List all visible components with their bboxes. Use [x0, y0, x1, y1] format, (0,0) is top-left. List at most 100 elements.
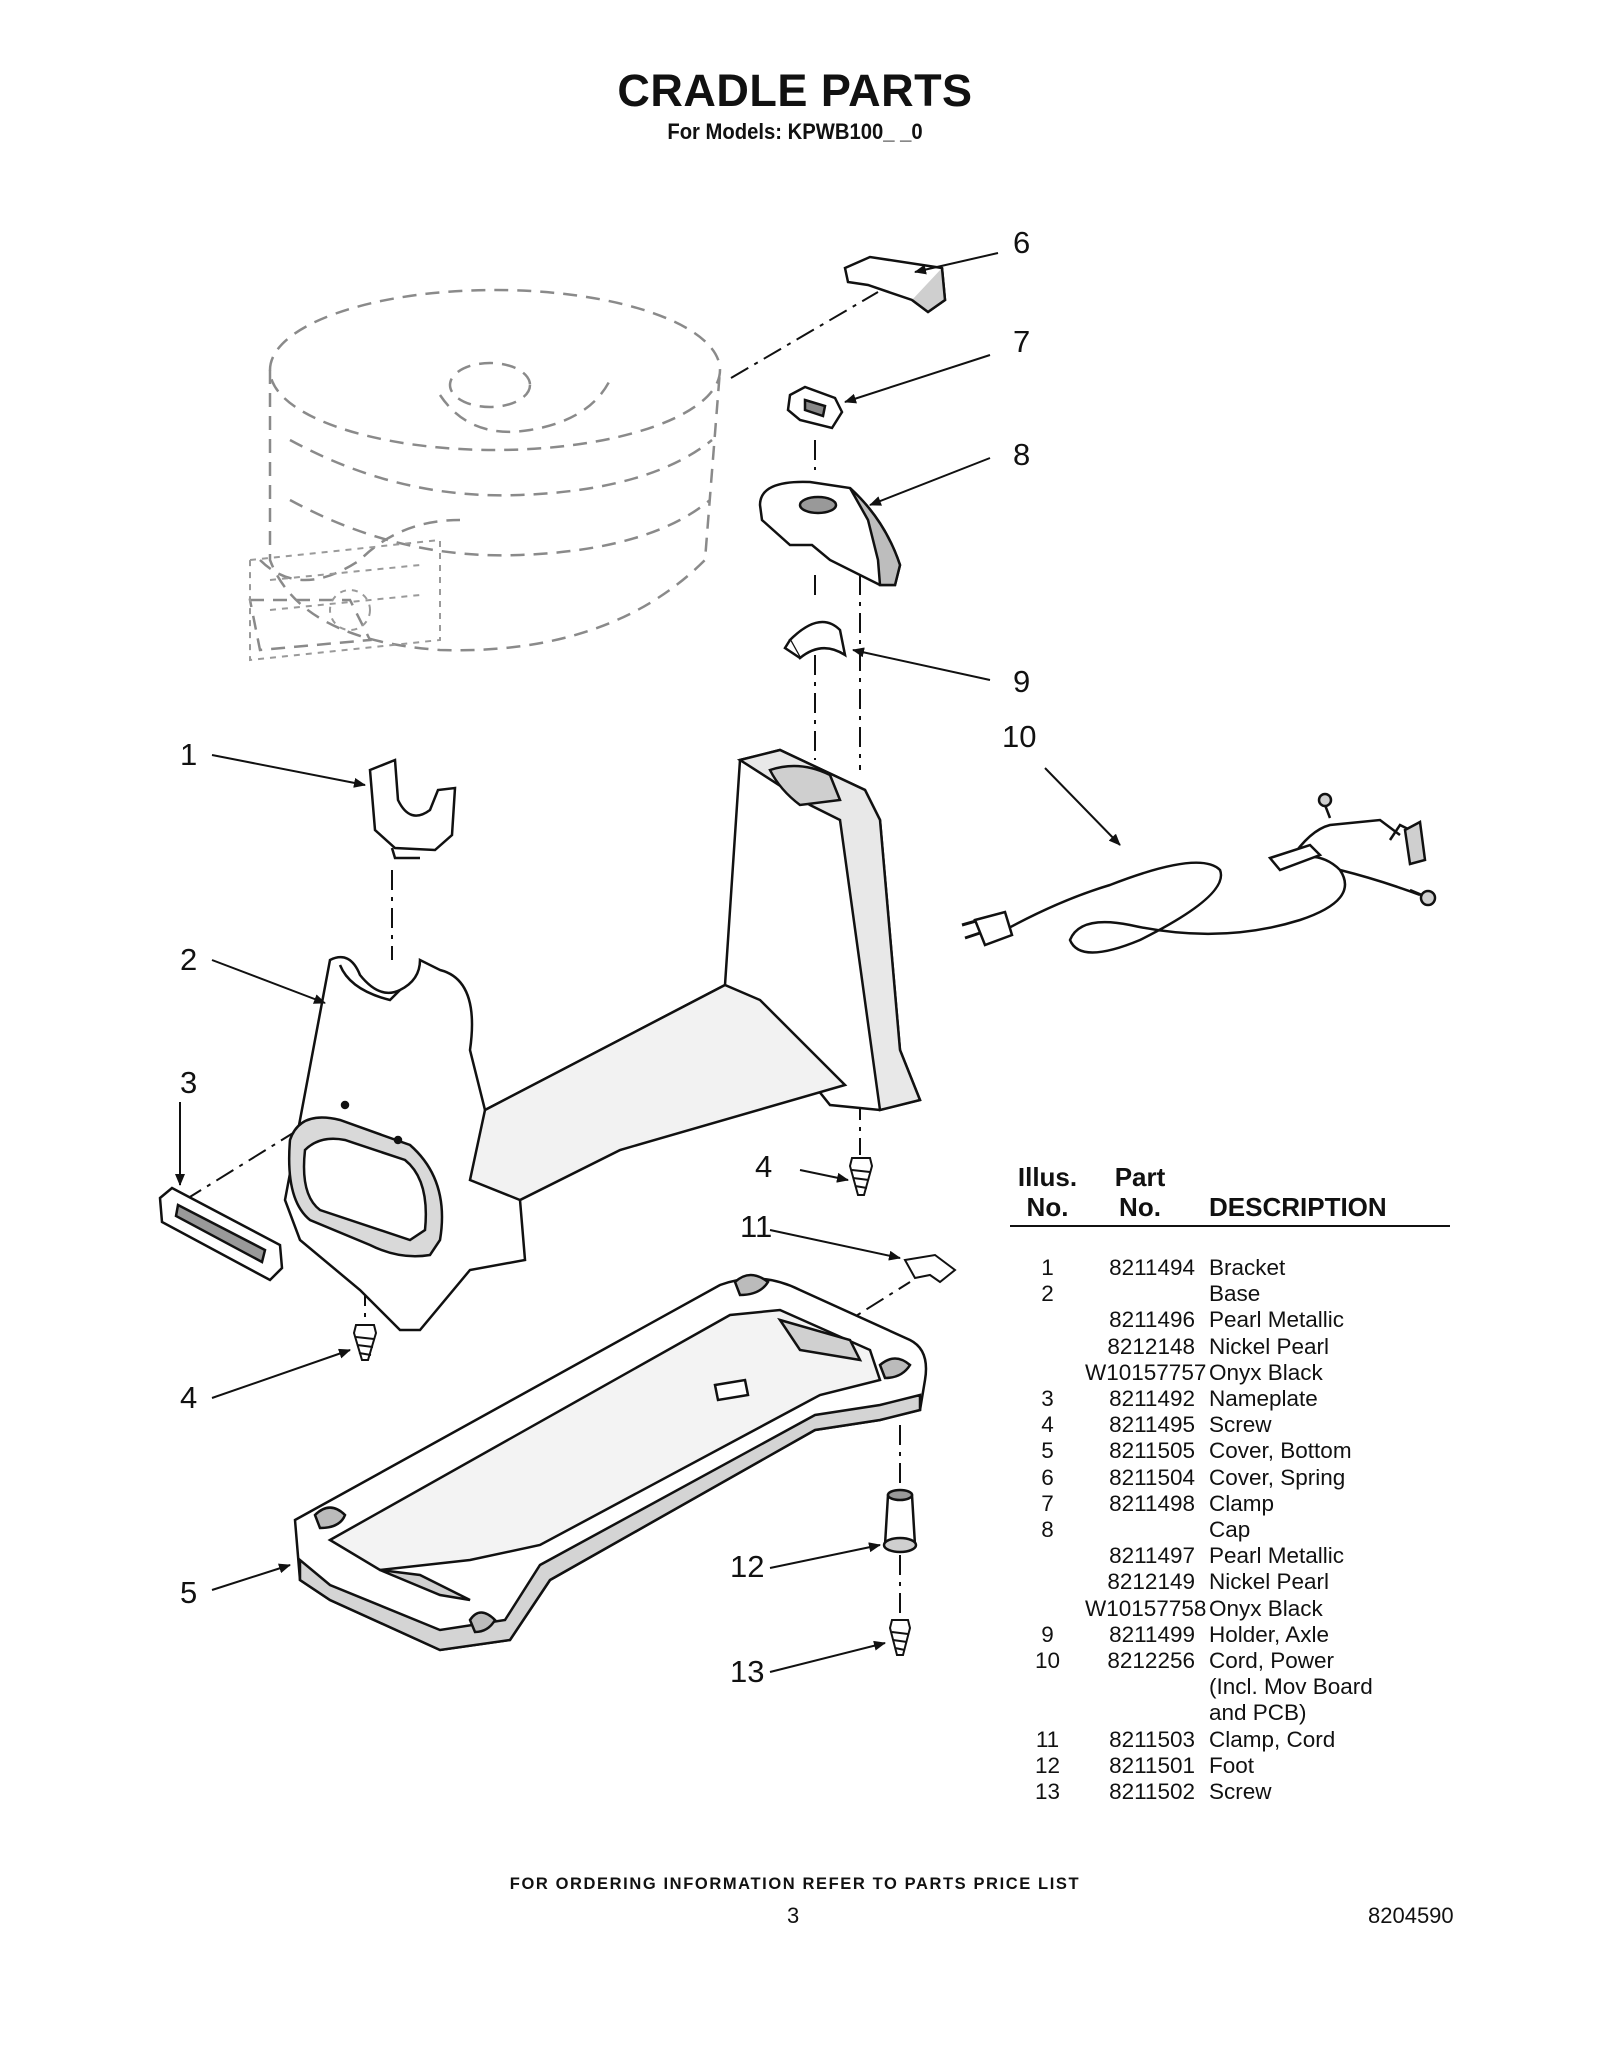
illus-number-cell: 4	[1041, 1412, 1054, 1438]
parts-table-row: 9 8211499 Holder, Axle	[1010, 1622, 1450, 1648]
description-cell: Clamp	[1209, 1490, 1275, 1516]
cord-clamp-part	[903, 1253, 957, 1284]
illus-no-header: Illus. No.	[1017, 1162, 1078, 1222]
callout-4-lower: 4	[180, 1380, 197, 1415]
illus-number-cell	[1010, 1543, 1085, 1569]
base-part	[283, 748, 922, 1332]
part-number-cell	[1085, 1281, 1195, 1307]
illus-number-cell	[1010, 1569, 1085, 1595]
callout-11: 11	[740, 1209, 772, 1244]
bottom-cover-part	[293, 1273, 928, 1652]
description-cell: Cover, Spring	[1209, 1464, 1346, 1490]
callout-12: 12	[730, 1549, 764, 1584]
spring-cover-part	[843, 255, 947, 314]
callout-6: 6	[1013, 225, 1030, 260]
axle-holder-part	[783, 620, 847, 660]
part-number-cell: 8211499	[1109, 1621, 1195, 1647]
ordering-note: FOR ORDERING INFORMATION REFER TO PARTS …	[509, 1875, 1081, 1893]
illus-number-cell: 12	[1034, 1752, 1061, 1778]
page-title: CRADLE PARTS	[617, 65, 973, 116]
part-number-cell: 8211495	[1109, 1412, 1195, 1438]
parts-table-row: 5 8211505 Cover, Bottom	[1010, 1438, 1450, 1464]
parts-table-row: 8211496 Pearl Metallic	[1010, 1307, 1450, 1333]
description-cell: Cap	[1209, 1517, 1251, 1543]
illus-number-cell: 9	[1041, 1621, 1054, 1647]
description-cell: Cord, Power	[1209, 1648, 1335, 1674]
callout-4-upper: 4	[755, 1149, 772, 1184]
parts-table-row: 4 8211495 Screw	[1010, 1412, 1450, 1438]
page-number: 3	[787, 1903, 800, 1928]
illus-number-cell: 2	[1041, 1281, 1054, 1307]
parts-table-row: (Incl. Mov Board	[1010, 1674, 1450, 1700]
screw-part-lower	[352, 1324, 378, 1361]
callout-7: 7	[1013, 324, 1030, 359]
callout-9: 9	[1013, 664, 1030, 699]
model-subtitle: For Models: KPWB100_ _0	[667, 119, 923, 144]
description-cell: Bracket	[1209, 1255, 1286, 1280]
description-cell: Cover, Bottom	[1209, 1438, 1352, 1464]
nameplate-part	[158, 1186, 284, 1282]
part-number-cell: 8211501	[1109, 1752, 1195, 1778]
part-number-cell: 8211502	[1109, 1779, 1195, 1805]
callout-numbers: 1 2 3 4 4 5 6 7 8 9 10 11 12 13	[180, 225, 1036, 1689]
part-number-cell: 8211503	[1109, 1726, 1195, 1752]
parts-table-row: 7 8211498 Clamp	[1010, 1491, 1450, 1517]
part-number-cell: 8212148	[1107, 1333, 1195, 1359]
bracket-part	[368, 758, 457, 860]
leader-arrows	[175, 252, 1121, 1673]
part-number-cell: 8211505	[1109, 1438, 1195, 1464]
page-header: CRADLE PARTS For Models: KPWB100_ _0	[0, 68, 1590, 145]
illus-number-cell	[1010, 1334, 1085, 1360]
parts-table-row: 10 8212256 Cord, Power	[1010, 1648, 1450, 1674]
foot-screw-part	[888, 1619, 912, 1656]
part-number-cell: 8212149	[1107, 1569, 1195, 1595]
description-cell: Nameplate	[1209, 1386, 1318, 1412]
description-cell: Onyx Black	[1209, 1595, 1323, 1621]
parts-table-row: and PCB)	[1010, 1700, 1450, 1726]
illus-number-cell: 10	[1034, 1648, 1061, 1674]
description-cell: Screw	[1209, 1412, 1272, 1438]
illus-number-cell: 5	[1041, 1438, 1054, 1464]
callout-10: 10	[1002, 719, 1036, 754]
part-number-cell: W10157757	[1085, 1359, 1207, 1385]
part-number-cell	[1085, 1517, 1195, 1543]
illus-number-cell: 8	[1041, 1517, 1054, 1543]
part-number-cell	[1085, 1700, 1195, 1726]
part-number-cell: 8212256	[1107, 1648, 1195, 1674]
illus-number-cell	[1010, 1307, 1085, 1333]
description-cell: Onyx Black	[1209, 1359, 1323, 1385]
callout-3: 3	[180, 1065, 197, 1100]
cap-part	[758, 480, 902, 587]
description-cell: Pearl Metallic	[1209, 1307, 1345, 1333]
description-cell: Clamp, Cord	[1209, 1726, 1336, 1752]
clamp-part	[786, 385, 844, 430]
power-cord-part	[961, 792, 1437, 954]
parts-table-header: Illus. No. Part No. DESCRIPTION	[1010, 1162, 1450, 1227]
callout-13: 13	[730, 1654, 764, 1689]
illus-number-cell: 11	[1035, 1726, 1060, 1752]
parts-table-row: 2 Base	[1010, 1281, 1450, 1307]
part-number-cell: 8211494	[1109, 1255, 1195, 1280]
illus-number-cell: 7	[1041, 1490, 1054, 1516]
part-number-cell: W10157758	[1085, 1595, 1207, 1621]
description-cell: Screw	[1209, 1779, 1272, 1805]
part-number-cell: 8211492	[1109, 1386, 1195, 1412]
callout-8: 8	[1013, 437, 1030, 472]
description-cell: Base	[1209, 1281, 1261, 1307]
part-number-cell: 8211496	[1109, 1307, 1195, 1333]
description-header: DESCRIPTION	[1209, 1192, 1387, 1222]
description-cell: Nickel Pearl	[1209, 1569, 1330, 1595]
part-number-cell: 8211498	[1109, 1490, 1195, 1516]
callout-2: 2	[180, 942, 197, 977]
description-cell: Holder, Axle	[1209, 1621, 1330, 1647]
